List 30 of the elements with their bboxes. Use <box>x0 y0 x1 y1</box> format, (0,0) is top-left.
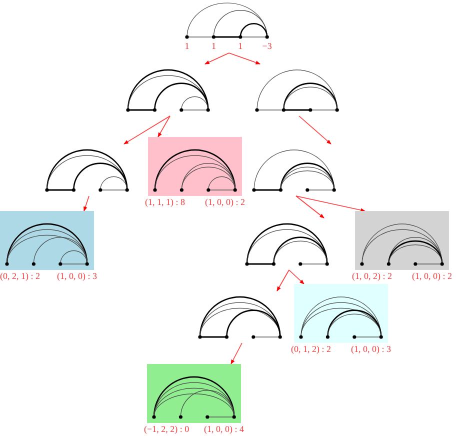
state-label: (1, 0, 0) : 2 <box>412 271 452 281</box>
state-label: (0, 1, 2) : 2 <box>291 344 331 354</box>
vertex-weight: 1 <box>211 41 216 51</box>
graph-panel <box>355 211 449 270</box>
state-label: (1, 0, 0) : 2 <box>205 197 245 207</box>
arrow <box>84 196 90 212</box>
state-label: (1, 0, 2) : 2 <box>352 271 392 281</box>
graph-panel <box>0 211 94 270</box>
arrow <box>288 270 304 284</box>
arrow <box>298 116 332 144</box>
graph-panel <box>147 364 241 423</box>
state-label: (−1, 2, 2) : 0 <box>144 424 190 434</box>
arrow <box>204 52 230 64</box>
arrow <box>158 116 170 138</box>
state-label: (1, 1, 1) : 8 <box>145 197 185 207</box>
arrow <box>124 116 170 144</box>
state-label: (1, 0, 0) : 3 <box>57 271 97 281</box>
graph-panel <box>148 137 242 196</box>
arrow <box>296 196 324 218</box>
arrow <box>230 342 242 364</box>
state-label: (1, 0, 0) : 4 <box>204 424 244 434</box>
vertex-weight: −3 <box>262 41 272 51</box>
state-label: (0, 2, 1) : 2 <box>0 271 40 281</box>
arrow <box>276 270 290 292</box>
arrow <box>228 52 260 64</box>
vertex-weight: 1 <box>184 41 190 51</box>
vertex-weight: 1 <box>238 41 243 51</box>
state-label: (1, 0, 0) : 3 <box>351 344 391 354</box>
graph-panel <box>294 284 388 343</box>
arrow <box>296 196 366 212</box>
